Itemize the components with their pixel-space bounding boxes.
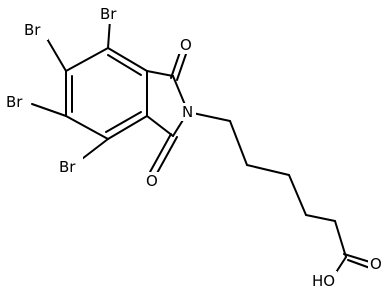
- atom-label-br-upper-left: Br: [24, 21, 41, 39]
- benzene-ring: [65, 47, 148, 140]
- atom-label-br-left: Br: [6, 93, 23, 111]
- atom-label-n: N: [182, 103, 193, 121]
- atom-label-br-top: Br: [100, 5, 117, 23]
- atom-label-o-top: O: [180, 36, 192, 54]
- atom-label-o-bottom: O: [146, 172, 158, 190]
- atom-label-o-carbonyl: O: [370, 255, 382, 273]
- carbonyl-bonds: [149, 51, 187, 176]
- atom-labels: Br Br Br Br O O N O HO: [4, 4, 384, 291]
- alkyl-chain: [187, 111, 371, 278]
- atom-label-hydroxyl: HO: [312, 272, 335, 290]
- atom-label-br-bottom: Br: [59, 158, 76, 176]
